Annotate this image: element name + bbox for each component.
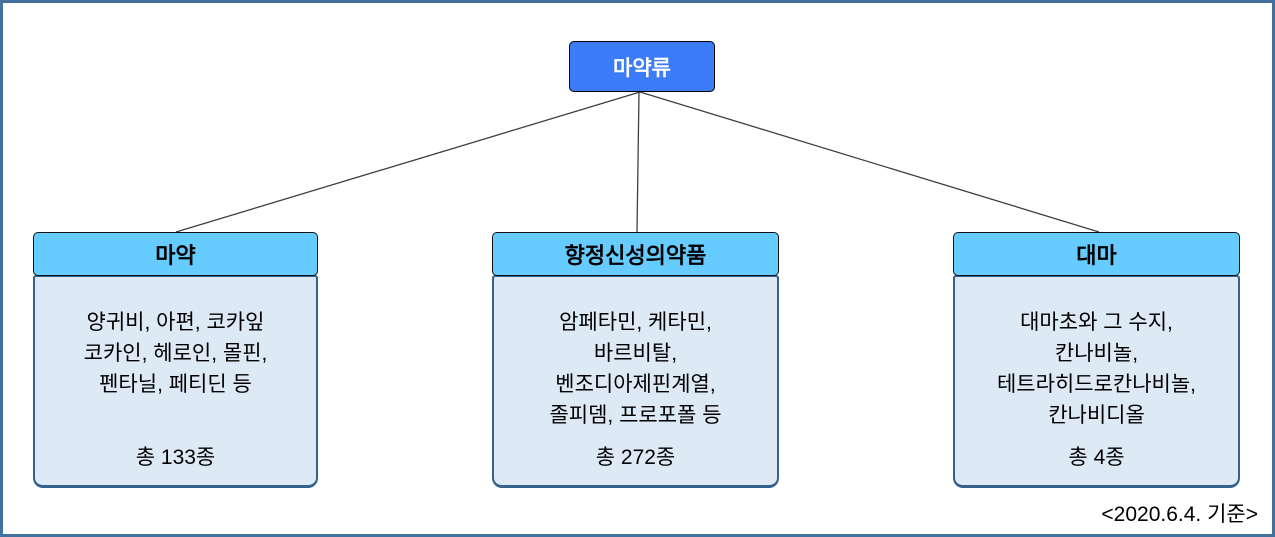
category-box-psychotropics: 향정신성의약품 암페타민, 케타민, 바르비탈, 벤조디아제핀계열, 졸피뎀, … [492,232,779,488]
item-line: 암페타민, 케타민, [559,311,712,334]
category-body: 대마초와 그 수지, 칸나비놀, 테트라히드로칸나비놀, 칸나비디올 총 4종 [953,275,1240,488]
category-total: 총 272종 [595,446,676,469]
category-title: 향정신성의약품 [564,243,707,268]
item-line: 펜타닐, 페티딘 등 [99,373,252,396]
category-body: 암페타민, 케타민, 바르비탈, 벤조디아제핀계열, 졸피뎀, 프로포폴 등 총… [492,275,779,488]
item-line: 벤조디아제핀계열, [555,373,716,396]
root-node-label: 마약류 [613,56,671,80]
root-node: 마약류 [569,41,715,92]
item-line: 대마초와 그 수지, [1020,311,1173,334]
category-items: 양귀비, 아편, 코카잎 코카인, 헤로인, 몰핀, 펜타닐, 페티딘 등 [84,307,268,400]
item-line: 칸나비디올 [1048,404,1145,427]
connector-line-right [639,91,1100,233]
item-line: 바르비탈, [593,342,678,365]
category-total: 총 133종 [135,446,216,469]
category-title: 대마 [1076,243,1117,268]
connector-line-left [175,91,641,233]
category-header: 마약 [33,232,318,276]
item-line: 양귀비, 아편, 코카잎 [86,311,265,334]
category-body: 양귀비, 아편, 코카잎 코카인, 헤로인, 몰핀, 펜타닐, 페티딘 등 총 … [33,275,318,488]
connector-line-mid [636,91,640,233]
category-box-narcotics: 마약 양귀비, 아편, 코카잎 코카인, 헤로인, 몰핀, 펜타닐, 페티딘 등… [33,232,318,488]
category-header: 향정신성의약품 [492,232,779,276]
category-title: 마약 [155,243,196,268]
category-items: 암페타민, 케타민, 바르비탈, 벤조디아제핀계열, 졸피뎀, 프로포폴 등 [549,307,721,431]
item-line: 졸피뎀, 프로포폴 등 [549,404,722,427]
item-line: 테트라히드로칸나비놀, [996,373,1197,396]
category-items: 대마초와 그 수지, 칸나비놀, 테트라히드로칸나비놀, 칸나비디올 [997,307,1196,431]
item-line: 칸나비놀, [1054,342,1139,365]
item-line: 코카인, 헤로인, 몰핀, [83,342,268,365]
date-footnote: <2020.6.4. 기준> [1101,503,1258,526]
category-header: 대마 [953,232,1240,276]
category-total: 총 4종 [1068,446,1125,469]
category-box-cannabis: 대마 대마초와 그 수지, 칸나비놀, 테트라히드로칸나비놀, 칸나비디올 총 … [953,232,1240,488]
